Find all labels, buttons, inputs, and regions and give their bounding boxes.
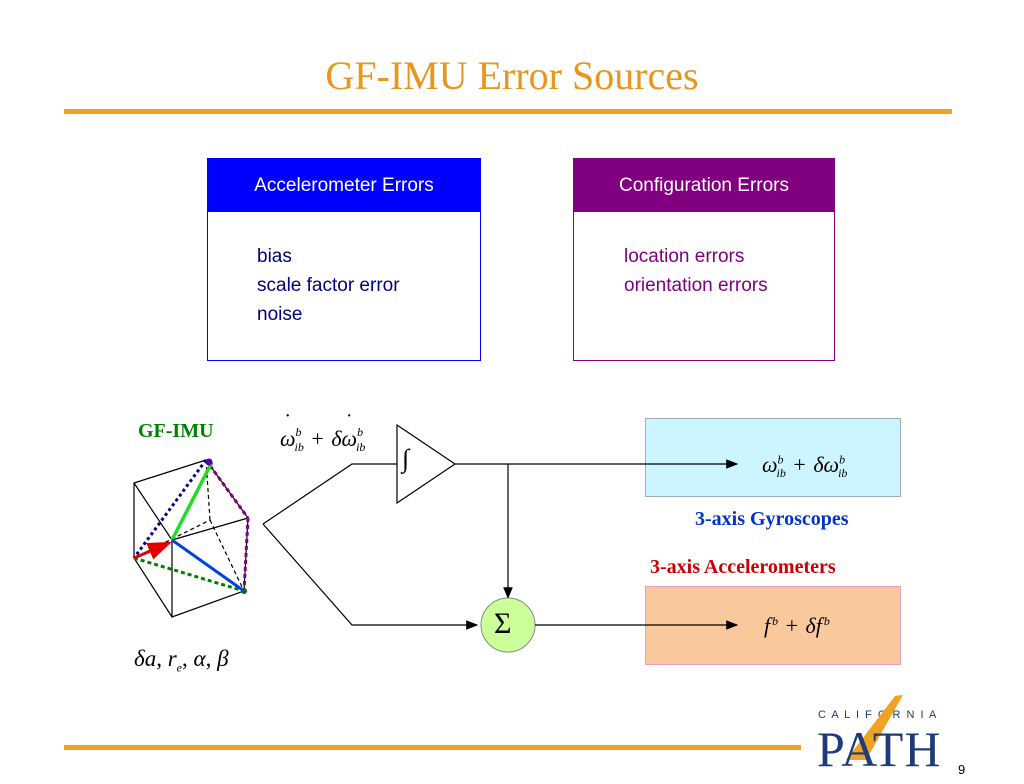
configuration-errors-list: location errors orientation errors [574, 212, 834, 300]
list-item: location errors [624, 246, 745, 267]
california-path-logo-icon: C A L I F O R N I A PATH [817, 695, 941, 777]
slide-title: GF-IMU Error Sources [325, 53, 699, 98]
accelerometer-errors-box: Accelerometer Errors bias scale factor e… [207, 158, 481, 361]
configuration-errors-box: Configuration Errors location errors ori… [573, 158, 835, 361]
angular-acceleration-equation: ω˙bib + δω˙bib [280, 409, 366, 455]
svg-text:PATH: PATH [817, 721, 941, 777]
list-item: orientation errors [624, 275, 768, 296]
gyroscopes-label: 3-axis Gyroscopes [695, 508, 849, 530]
imu-label: GF-IMU [138, 420, 214, 442]
list-item: scale factor error [257, 275, 400, 296]
gyroscope-output-box [645, 418, 901, 497]
accelerometer-errors-header: Accelerometer Errors [208, 159, 480, 212]
imu-cube-icon [132, 458, 250, 618]
accelerometers-label: 3-axis Accelerometers [650, 556, 836, 578]
list-item: bias [257, 246, 292, 267]
list-item: noise [257, 304, 303, 325]
configuration-parameters-equation: δa, re, α, β [134, 646, 229, 675]
integral-symbol: ∫ [402, 444, 410, 473]
lower-signal-line [262, 523, 479, 630]
page-number: 9 [958, 762, 966, 777]
configuration-errors-header: Configuration Errors [574, 159, 834, 212]
footer-rule [64, 745, 801, 750]
svg-text:C A L I F O R N I A: C A L I F O R N I A [818, 709, 938, 721]
gyro-output-equation: ωbib + δωbib [762, 452, 848, 481]
upper-signal-line [262, 463, 397, 525]
sigma-symbol: Σ [494, 607, 512, 640]
integrator-block [396, 423, 457, 505]
title-underline [64, 109, 952, 114]
accelerometer-errors-list: bias scale factor error noise [208, 212, 480, 329]
